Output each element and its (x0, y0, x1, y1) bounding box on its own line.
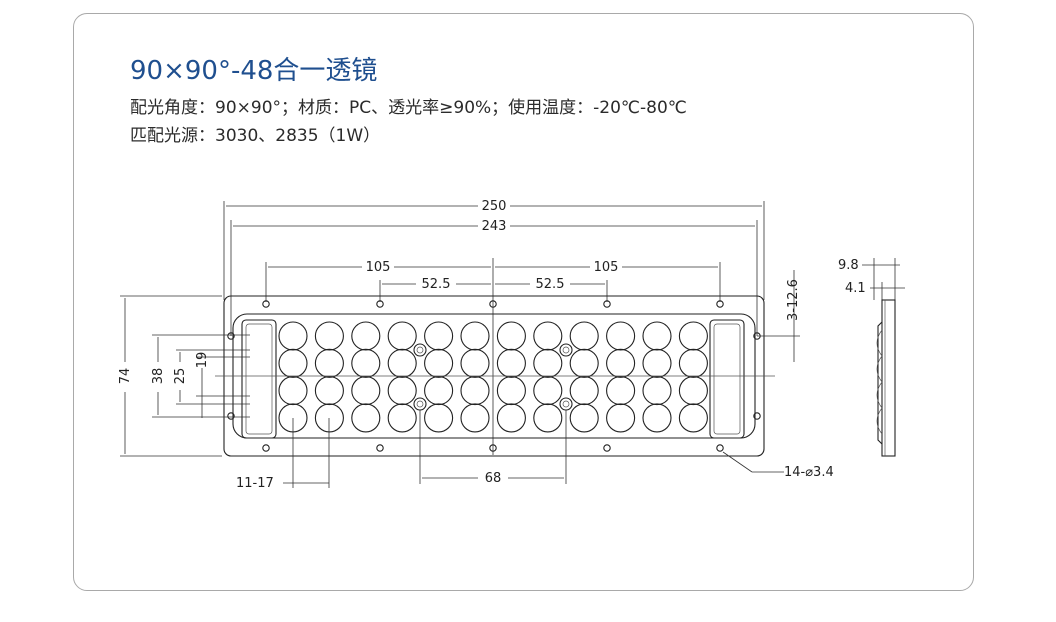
lens-cell (606, 348, 636, 378)
side-view: 9.8 4.1 (838, 258, 905, 457)
dim-slot-holes: 3-12.6 (786, 279, 801, 321)
lens-cell (424, 403, 454, 433)
lens-cell (642, 376, 672, 406)
mounting-hole (376, 444, 384, 452)
lens-cell (606, 321, 636, 351)
lens-cell (569, 348, 599, 378)
mounting-hole (753, 412, 761, 420)
dim-side-thickness: 9.8 (838, 258, 859, 273)
lens-cell (533, 348, 563, 378)
lens-cell (606, 403, 636, 433)
mounting-hole (489, 300, 497, 308)
lens-grid (278, 321, 708, 433)
mounting-hole (489, 444, 497, 452)
lens-cell (642, 321, 672, 351)
lens-cell (569, 376, 599, 406)
dim-overall-length: 250 (482, 199, 507, 214)
lens-cell (569, 321, 599, 351)
dim-19: 19 (195, 352, 210, 369)
lens-cell (569, 403, 599, 433)
screw-bosses (413, 343, 573, 411)
lens-cell (678, 321, 708, 351)
lens-cell (314, 376, 344, 406)
lens-cell (533, 376, 563, 406)
content-card (73, 13, 974, 591)
lens-cell (278, 348, 308, 378)
mounting-hole (376, 300, 384, 308)
lens-cell (496, 403, 526, 433)
dim-mount-holes: 14-⌀3.4 (784, 465, 834, 480)
lens-cell (496, 348, 526, 378)
lens-cell (460, 403, 490, 433)
lens-cell (278, 376, 308, 406)
mounting-hole (262, 444, 270, 452)
mounting-hole (227, 332, 235, 340)
dim-inner-length: 243 (482, 219, 507, 234)
lens-cell (678, 348, 708, 378)
dim-left-span: 105 (366, 260, 391, 275)
spec-line-optics: 配光角度：90×90°；材质：PC、透光率≥90%；使用温度：-20℃-80℃ (130, 98, 687, 118)
lens-cell (496, 321, 526, 351)
lens-cell (496, 376, 526, 406)
lens-cell (314, 321, 344, 351)
lens-cell (387, 403, 417, 433)
lens-cell (278, 321, 308, 351)
spec-line-light-source: 匹配光源：3030、2835（1W） (130, 126, 381, 146)
lens-cell (387, 321, 417, 351)
product-title: 90×90°-48合一透镜 (130, 56, 378, 86)
dim-left-half: 52.5 (422, 277, 451, 292)
lens-cell (642, 403, 672, 433)
lens-cell (606, 376, 636, 406)
dim-right-span: 105 (594, 260, 619, 275)
dim-side-lens: 4.1 (845, 281, 866, 296)
lens-cell (351, 376, 381, 406)
dim-38: 38 (151, 368, 166, 385)
lens-cell (387, 348, 417, 378)
mounting-hole (227, 412, 235, 420)
dim-25: 25 (173, 368, 188, 385)
lens-cell (533, 403, 563, 433)
lens-cell (351, 321, 381, 351)
left-end-slot (241, 319, 277, 439)
lens-cell (424, 321, 454, 351)
lens-cell (351, 403, 381, 433)
lens-cell (678, 376, 708, 406)
dim-height: 74 (118, 368, 133, 385)
mounting-hole (716, 300, 724, 308)
dim-right-half: 52.5 (536, 277, 565, 292)
lens-cell (424, 376, 454, 406)
lens-cell (678, 403, 708, 433)
mounting-hole (716, 444, 724, 452)
lens-cell (533, 321, 563, 351)
lens-cell (314, 348, 344, 378)
lens-cell (351, 348, 381, 378)
lens-cell (424, 348, 454, 378)
lens-cell (387, 376, 417, 406)
dim-center-gap: 68 (485, 471, 502, 486)
lens-cell (642, 348, 672, 378)
lens-cell (460, 376, 490, 406)
mounting-hole (603, 444, 611, 452)
lens-cell (460, 321, 490, 351)
mounting-hole (603, 300, 611, 308)
lens-cell (460, 348, 490, 378)
mounting-hole (262, 300, 270, 308)
right-end-slot (709, 319, 745, 439)
dim-lens-pitch: 11-17 (236, 476, 274, 491)
